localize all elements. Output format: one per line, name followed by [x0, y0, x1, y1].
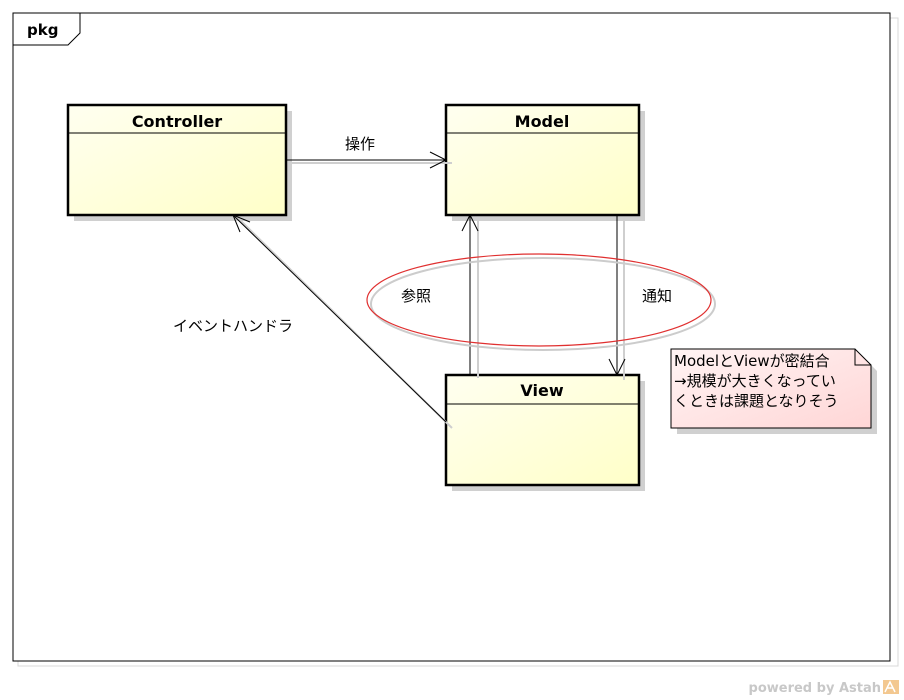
- note-line-3: くときは課題となりそう: [674, 392, 839, 410]
- package-label: pkg: [27, 21, 58, 39]
- highlight-ellipse[interactable]: [366, 253, 716, 351]
- note-line-1: ModelとViewが密結合: [674, 352, 830, 370]
- class-model-name: Model: [515, 112, 570, 131]
- note-line-2: →規模が大きくなってい: [674, 372, 836, 390]
- edge-reference-label: 参照: [401, 287, 431, 305]
- edge-event-handler[interactable]: イベントハンドラ: [173, 214, 453, 429]
- footer-text: powered by Astah: [749, 681, 881, 696]
- class-view[interactable]: View: [444, 373, 645, 491]
- footer-watermark: powered by Astah: [749, 680, 899, 696]
- class-controller-name: Controller: [132, 112, 222, 131]
- note-comment[interactable]: ModelとViewが密結合 →規模が大きくなってい くときは課題となりそう: [670, 348, 877, 434]
- class-model[interactable]: Model: [444, 103, 645, 221]
- edge-operate-label: 操作: [345, 135, 375, 153]
- class-controller[interactable]: Controller: [66, 103, 292, 221]
- edge-notify[interactable]: 通知: [608, 215, 672, 380]
- edge-notify-label: 通知: [642, 287, 672, 305]
- class-view-name: View: [520, 381, 563, 400]
- edge-event-handler-label: イベントハンドラ: [173, 317, 293, 335]
- astah-logo-icon: [883, 680, 899, 694]
- edge-reference[interactable]: 参照: [401, 213, 479, 378]
- edge-operate[interactable]: 操作: [286, 135, 452, 169]
